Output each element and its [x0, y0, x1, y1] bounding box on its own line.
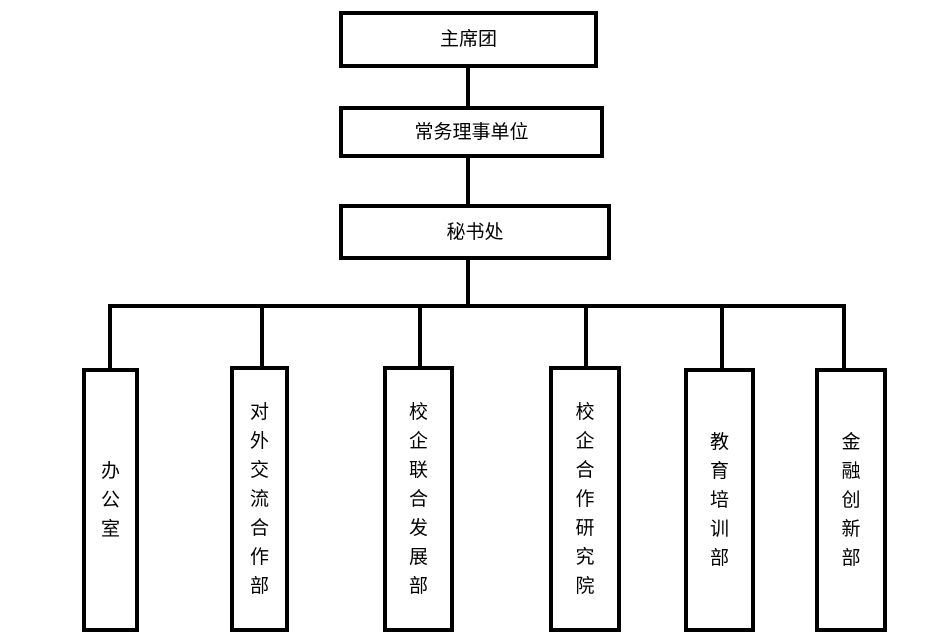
- node-dept-education-training-label: 教育培训部: [710, 428, 729, 573]
- vertical-char: 合: [408, 487, 428, 510]
- node-dept-financial-innovation: 金融创新部: [815, 368, 887, 632]
- vertical-char: 流: [249, 487, 269, 510]
- vertical-char: 究: [575, 545, 595, 568]
- vertical-char: 办: [100, 459, 120, 482]
- vertical-char: 对: [249, 400, 269, 423]
- vertical-char: 部: [249, 574, 269, 597]
- vertical-char: 研: [575, 516, 595, 539]
- vertical-char: 作: [249, 545, 269, 568]
- vertical-char: 部: [841, 546, 861, 569]
- vertical-char: 合: [249, 516, 269, 539]
- vertical-char: 校: [575, 400, 595, 423]
- vertical-char: 交: [249, 458, 269, 481]
- vertical-char: 发: [408, 516, 428, 539]
- vertical-char: 教: [709, 430, 729, 453]
- vertical-char: 校: [408, 400, 428, 423]
- node-presidium-label: 主席团: [439, 28, 497, 50]
- vertical-char: 企: [408, 429, 428, 452]
- vertical-char: 新: [841, 517, 861, 540]
- vertical-char: 部: [408, 574, 428, 597]
- node-dept-office: 办公室: [82, 368, 139, 632]
- node-dept-cooperation-research-institute-label: 校企合作研究院: [575, 398, 594, 601]
- vertical-char: 金: [841, 430, 861, 453]
- vertical-char: 创: [841, 488, 861, 511]
- vertical-char: 部: [709, 546, 729, 569]
- node-secretariat-label: 秘书处: [446, 220, 504, 243]
- node-presidium: 主席团: [339, 11, 598, 68]
- vertical-char: 展: [408, 545, 428, 568]
- node-secretariat: 秘书处: [339, 204, 611, 260]
- vertical-char: 室: [100, 517, 120, 540]
- vertical-char: 联: [408, 458, 428, 481]
- node-executive-council-label: 常务理事单位: [414, 120, 529, 143]
- vertical-char: 训: [709, 517, 729, 540]
- vertical-char: 融: [841, 459, 861, 482]
- vertical-char: 合: [575, 458, 595, 481]
- vertical-char: 培: [709, 488, 729, 511]
- node-dept-school-enterprise-development-label: 校企联合发展部: [409, 398, 428, 601]
- vertical-char: 院: [575, 574, 595, 597]
- vertical-char: 育: [709, 459, 729, 482]
- vertical-char: 公: [100, 488, 120, 511]
- node-dept-cooperation-research-institute: 校企合作研究院: [549, 366, 621, 632]
- vertical-char: 外: [249, 429, 269, 452]
- node-executive-council: 常务理事单位: [339, 106, 604, 158]
- node-dept-external-cooperation-label: 对外交流合作部: [250, 398, 269, 601]
- node-dept-office-label: 办公室: [101, 457, 120, 544]
- vertical-char: 企: [575, 429, 595, 452]
- node-dept-external-cooperation: 对外交流合作部: [230, 366, 289, 632]
- node-dept-financial-innovation-label: 金融创新部: [841, 428, 860, 573]
- node-dept-education-training: 教育培训部: [684, 368, 755, 632]
- vertical-char: 作: [575, 487, 595, 510]
- node-dept-school-enterprise-development: 校企联合发展部: [383, 366, 454, 632]
